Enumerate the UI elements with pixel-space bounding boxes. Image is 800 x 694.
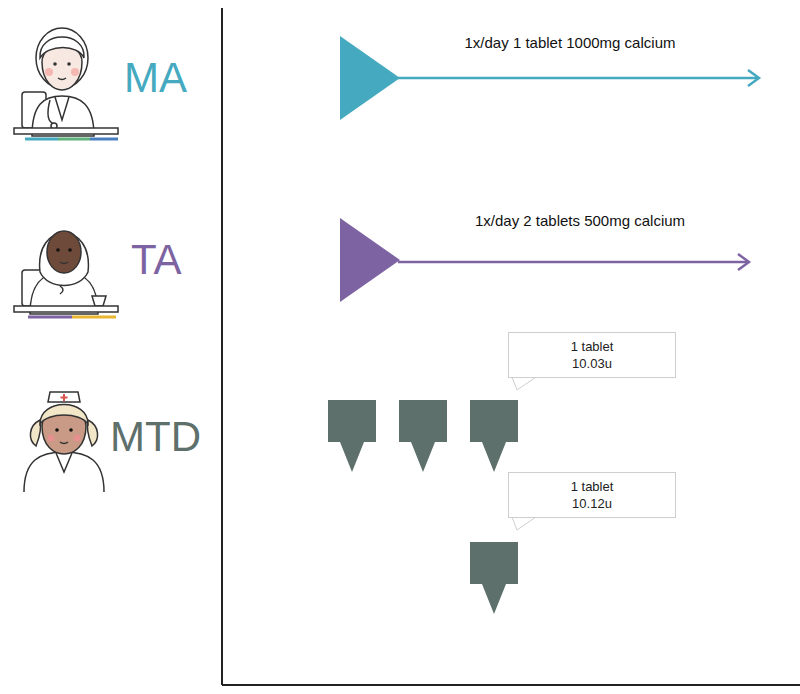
callout-pointer — [512, 377, 536, 390]
dosage-label: 1x/day 2 tablets 500mg calcium — [475, 212, 685, 229]
arrow-head — [748, 70, 759, 86]
start-triangle — [340, 36, 400, 120]
role-label: MA — [124, 54, 187, 102]
pharmacist-icon — [14, 231, 118, 314]
dose-marker — [470, 400, 518, 472]
label-text: MTD — [110, 413, 201, 461]
start-triangle — [340, 218, 400, 302]
dose-marker — [399, 400, 447, 472]
dose-markers — [328, 400, 518, 614]
role-label: MTD — [110, 413, 201, 461]
label-text: 1x/day 2 tablets 500mg calcium — [475, 212, 685, 229]
desk-stripe — [58, 138, 90, 141]
callout-box: 1 tablet 10.12u — [508, 472, 676, 518]
label-text: TA — [131, 236, 182, 284]
nurse-icon — [24, 392, 104, 492]
desk-stripe — [90, 138, 118, 141]
timeline — [398, 77, 758, 80]
desk-stripe — [72, 316, 116, 319]
label-text: MA — [124, 54, 187, 102]
doctor-icon — [14, 28, 118, 136]
axis-line — [222, 684, 800, 686]
label-text: 1x/day 1 tablet 1000mg calcium — [465, 34, 676, 51]
callout-text: 1 tablet 10.12u — [561, 478, 623, 512]
desk-stripe — [28, 316, 72, 319]
callout-text: 1 tablet 10.03u — [561, 338, 623, 372]
dose-marker — [328, 400, 376, 472]
callout-pointer — [512, 517, 536, 530]
role-label: TA — [131, 236, 182, 284]
arrow-head — [738, 254, 749, 270]
dose-marker — [470, 542, 518, 614]
desk-stripe — [25, 138, 58, 141]
dosage-label: 1x/day 1 tablet 1000mg calcium — [465, 34, 676, 51]
axis-line — [221, 8, 223, 685]
timeline — [398, 261, 748, 264]
callout-box: 1 tablet 10.03u — [508, 332, 676, 378]
